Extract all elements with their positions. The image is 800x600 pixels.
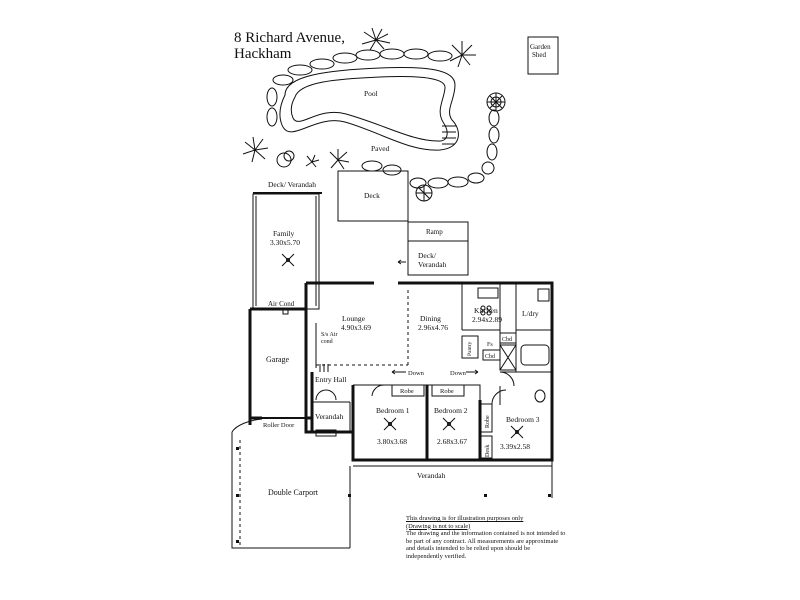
deck-verandah-label-2: Verandah bbox=[418, 260, 447, 269]
wc-walls bbox=[499, 371, 552, 405]
verandah-small-label: Verandah bbox=[315, 412, 344, 421]
wc-door-swing bbox=[499, 371, 515, 387]
robe-1-label: Robe bbox=[400, 388, 414, 395]
garden-shed-label-2: Shed bbox=[532, 51, 547, 59]
disclaimer-line-1: This drawing is for illustration purpose… bbox=[406, 515, 524, 522]
bedroom-2-label: Bedroom 2 bbox=[434, 406, 468, 415]
cbd-2-label: Cbd bbox=[485, 354, 495, 360]
pool-inner bbox=[290, 76, 448, 142]
pantry-cupboard bbox=[461, 335, 479, 359]
disclaimer: This drawing is for illustration purpose… bbox=[406, 515, 566, 561]
lounge-label: Lounge bbox=[342, 314, 366, 323]
verandah-small-area bbox=[312, 401, 351, 432]
disclaimer-body: The drawing and the information containe… bbox=[406, 530, 566, 560]
robe-2-label: Robe bbox=[440, 388, 454, 395]
dining-label: Dining bbox=[420, 314, 441, 323]
robe-2 bbox=[431, 384, 465, 397]
deck-verandah-label-1: Deck/ bbox=[418, 251, 437, 260]
family-label: Family bbox=[273, 229, 295, 238]
laundry-tub-icon bbox=[537, 288, 550, 302]
bedroom-3-size: 3.39x2.58 bbox=[500, 442, 530, 451]
title-line-2: Hackham bbox=[234, 46, 292, 62]
bedroom-3-label: Bedroom 3 bbox=[506, 415, 540, 424]
bedroom-2-size: 2.68x3.67 bbox=[437, 437, 467, 446]
bedroom-1-fan-icon bbox=[383, 417, 397, 431]
roller-door-label: Roller Door bbox=[263, 422, 295, 429]
ceiling-fan-icon bbox=[281, 253, 295, 267]
family-size: 3.30x5.70 bbox=[270, 238, 300, 247]
deck-edge bbox=[253, 192, 322, 194]
family-room-glazing bbox=[255, 196, 317, 306]
garden-shed bbox=[527, 36, 559, 75]
robe-3 bbox=[479, 403, 493, 433]
split-system-label-2: cond bbox=[321, 339, 333, 345]
split-system-label-1: S/s Air bbox=[321, 332, 338, 338]
deck-verandah-top-label: Deck/ Verandah bbox=[268, 180, 316, 189]
bath-icon bbox=[520, 344, 550, 366]
entry-hall-label: Entry Hall bbox=[315, 375, 346, 384]
desk bbox=[479, 435, 493, 459]
dining-size: 2.96x4.76 bbox=[418, 323, 448, 332]
carport-outline bbox=[231, 418, 351, 549]
cbd-1-label: Cbd bbox=[502, 337, 512, 343]
bedroom-2-fan-icon bbox=[442, 417, 456, 431]
rock-border bbox=[266, 48, 500, 189]
pantry-label: Pantry bbox=[467, 341, 473, 356]
double-carport-label: Double Carport bbox=[268, 488, 319, 497]
bedroom-door-swing bbox=[371, 384, 385, 397]
kitchen-label: Kitchen bbox=[474, 306, 498, 315]
garage-label: Garage bbox=[266, 355, 290, 364]
kitchen-size: 2.94x2.89 bbox=[472, 315, 502, 324]
paved-label: Paved bbox=[371, 144, 390, 153]
down-label-1: Down bbox=[408, 370, 425, 377]
desk-label: Desk bbox=[485, 445, 491, 457]
family-room bbox=[252, 193, 320, 310]
lounge-dining-divider bbox=[316, 290, 409, 366]
title-line-1: 8 Richard Avenue, bbox=[234, 30, 345, 46]
verandah-bottom-area bbox=[353, 460, 553, 498]
kitchen-sink-icon bbox=[477, 287, 499, 299]
cbd-1 bbox=[499, 332, 517, 344]
bedroom-3-door-swing bbox=[491, 389, 507, 405]
step-arrow-icon bbox=[391, 369, 406, 375]
laundry-label: L/dry bbox=[522, 309, 539, 318]
down-label-2: Down bbox=[450, 370, 467, 377]
shrub-icon bbox=[276, 92, 506, 202]
garden-shed-label-1: Garden bbox=[530, 43, 551, 51]
pool-label: Pool bbox=[364, 89, 378, 98]
robe-3-label: Robe bbox=[485, 415, 491, 428]
step-icon bbox=[315, 429, 337, 437]
palm-icon bbox=[242, 27, 476, 170]
pool-outline bbox=[279, 67, 459, 151]
cooktop-icon bbox=[480, 305, 486, 311]
bedroom-1-label: Bedroom 1 bbox=[376, 406, 410, 415]
ramp-label: Ramp bbox=[426, 228, 443, 236]
verandah-bottom-label: Verandah bbox=[417, 471, 446, 480]
robe-1 bbox=[391, 384, 425, 397]
lounge-size: 4.90x3.69 bbox=[341, 323, 371, 332]
deck-area bbox=[337, 170, 409, 222]
deck-label: Deck bbox=[364, 191, 380, 200]
disclaimer-line-2: (Drawing is not to scale) bbox=[406, 522, 471, 530]
shower-icon bbox=[499, 344, 517, 371]
toilet-icon bbox=[534, 389, 546, 403]
arrow-icon bbox=[397, 259, 406, 265]
deck-verandah-area bbox=[407, 240, 469, 276]
bedroom-3-fan-icon bbox=[510, 425, 524, 439]
pool-steps bbox=[442, 125, 456, 145]
fs-label: Fs bbox=[487, 342, 493, 348]
entry-door-icon bbox=[315, 389, 337, 401]
roller-door bbox=[262, 417, 306, 419]
garage-walls bbox=[248, 307, 312, 425]
bedroom-1-size: 3.80x3.68 bbox=[377, 437, 407, 446]
carport-posts bbox=[236, 447, 551, 543]
air-cond-label: Air Cond bbox=[268, 300, 295, 308]
